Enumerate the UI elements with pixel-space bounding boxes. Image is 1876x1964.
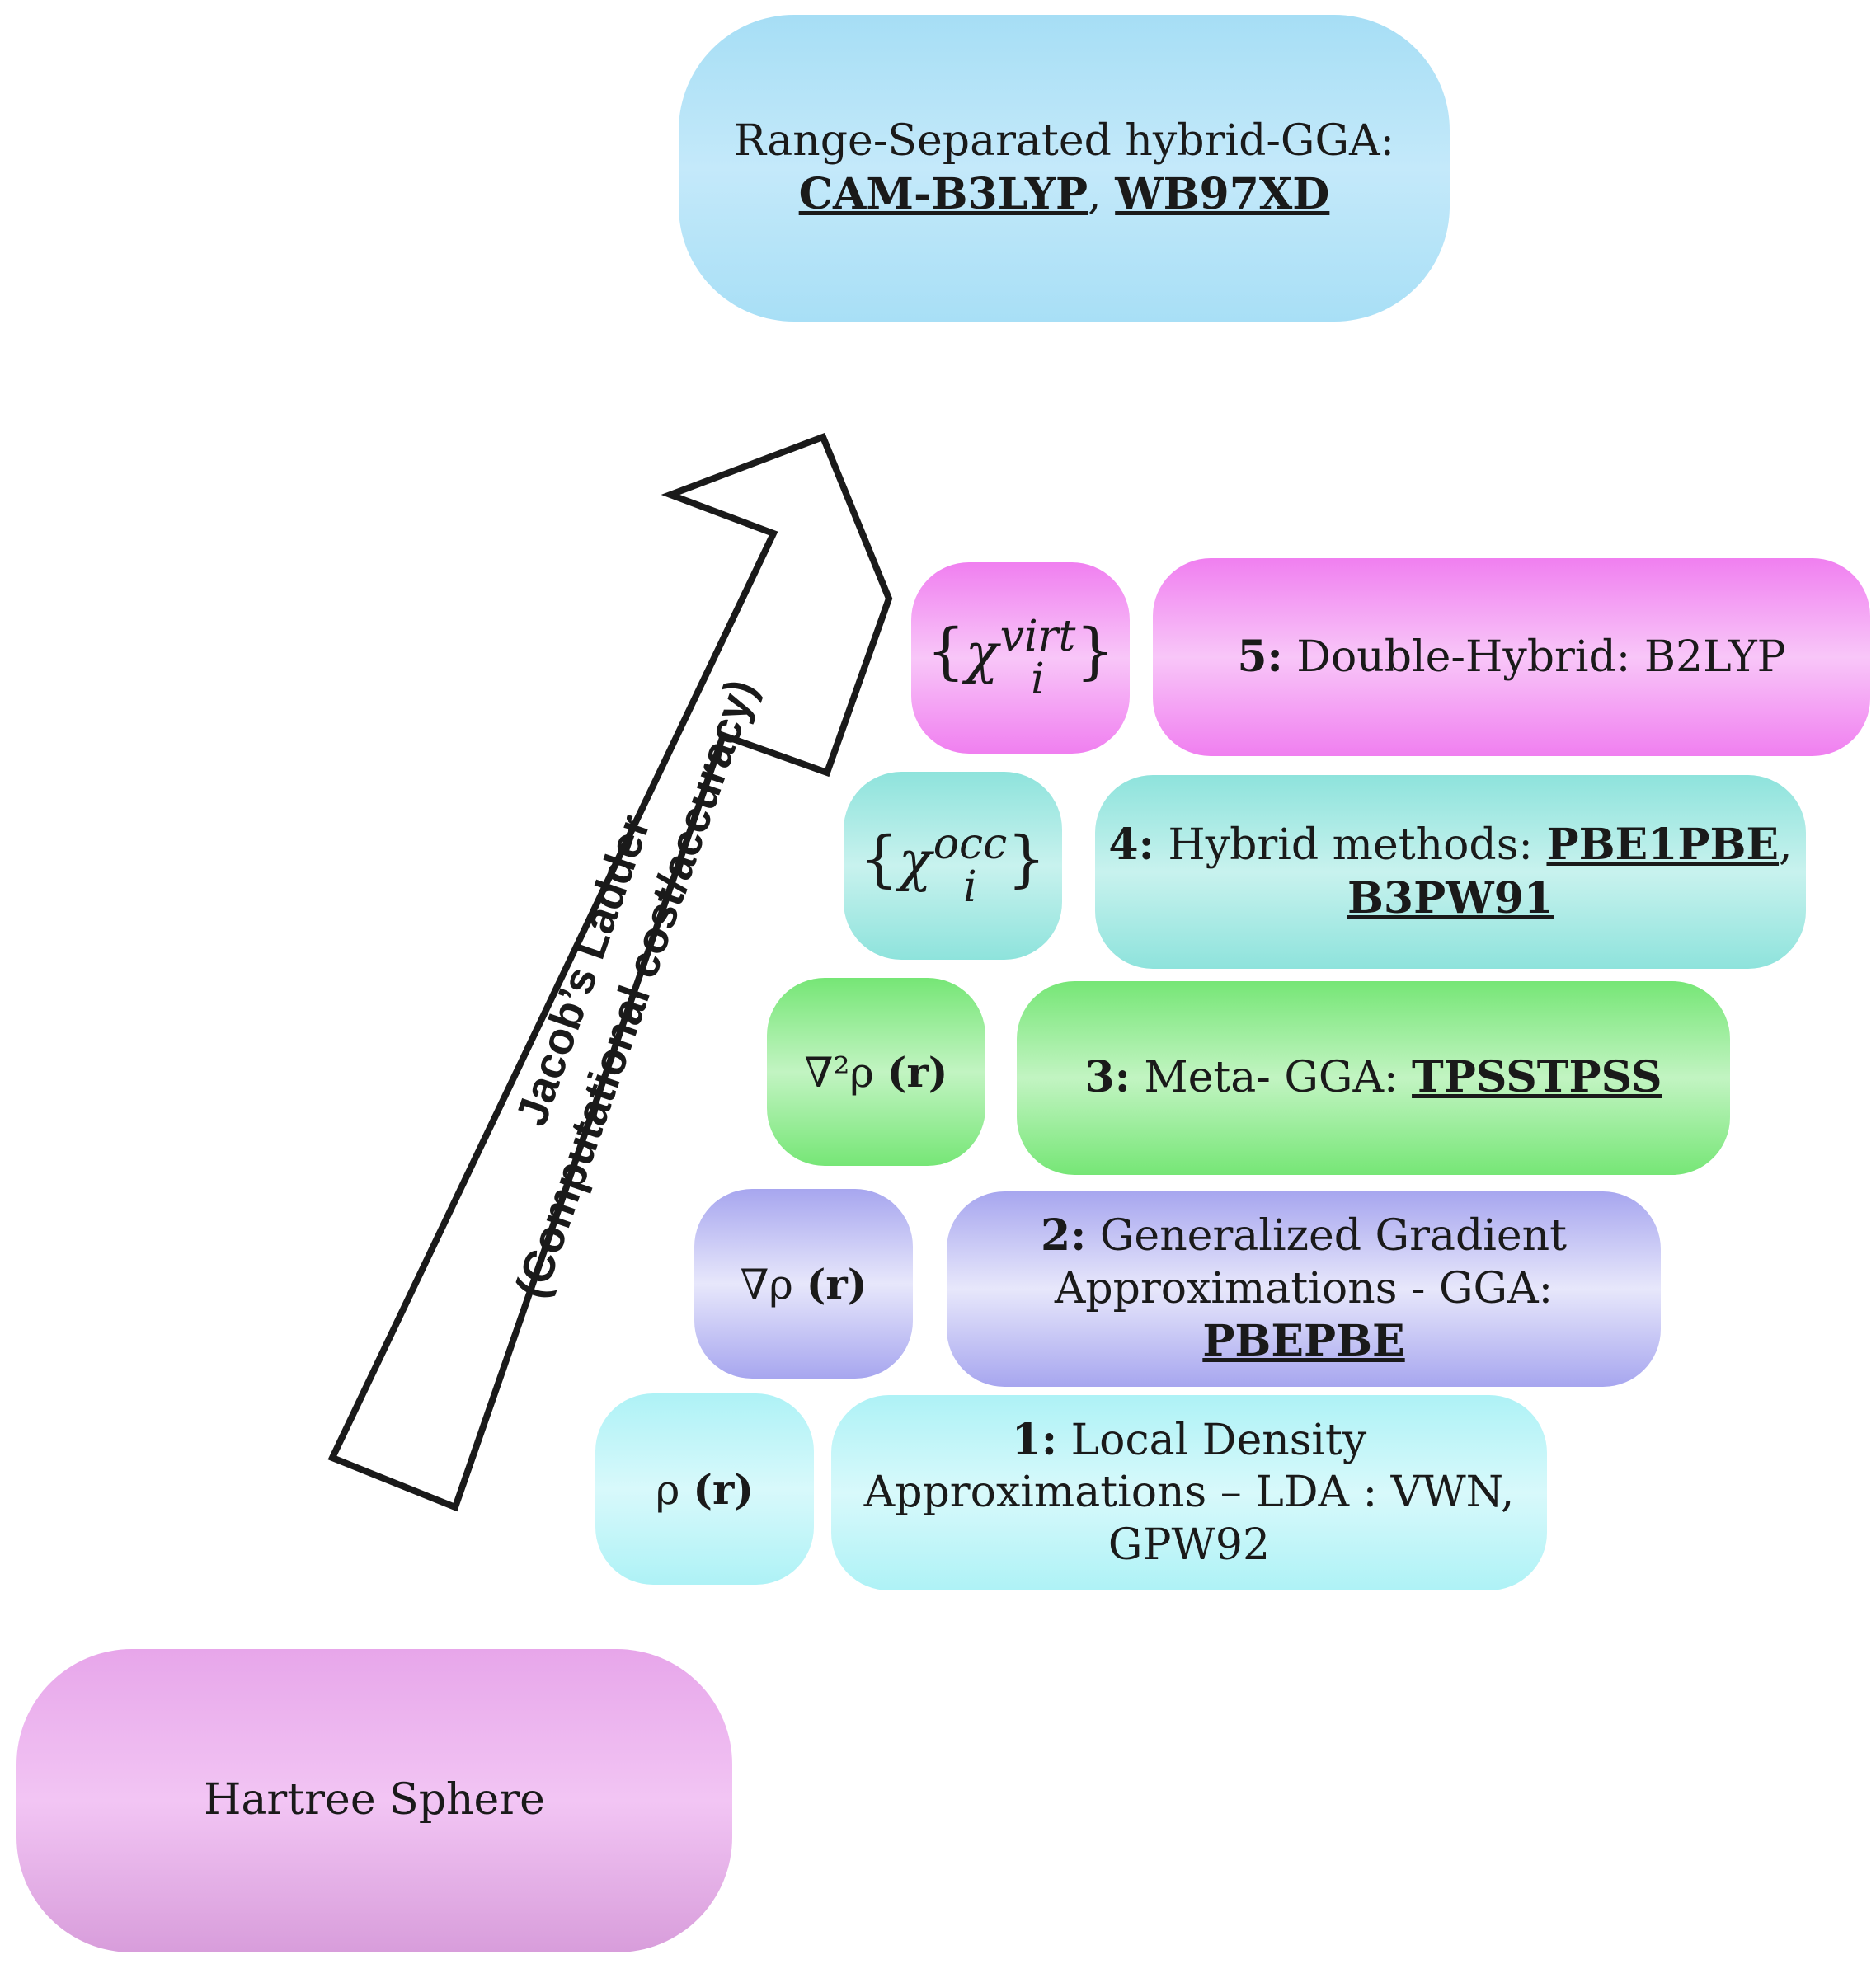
rung2-box: 2: Generalized Gradient Approximations -… [947,1191,1661,1387]
method-pbepbe: PBEPBE [1202,1316,1405,1367]
range-separated-title: Range-Separated hybrid-GGA: [733,116,1395,167]
rung4-box: 4: Hybrid methods: PBE1PBE, B3PW91 [1095,775,1806,969]
rung1-symbol-box: ρ (r) [595,1393,814,1585]
rung3-symbol: ∇²ρ (r) [804,1047,948,1097]
method-b3pw91: B3PW91 [1347,872,1554,923]
rung5-text: 5: Double-Hybrid: B2LYP [1237,631,1786,682]
rung3-symbol-box: ∇²ρ (r) [767,978,985,1166]
method-cam-b3lyp: CAM-B3LYP [798,168,1088,219]
method-wb97xd: WB97XD [1115,168,1330,219]
rung1-box: 1: Local Density Approximations – LDA : … [831,1395,1547,1590]
method-tpsstpss: TPSSTPSS [1412,1052,1662,1103]
rung3-box: 3: Meta- GGA: TPSSTPSS [1017,981,1730,1175]
rung2-symbol: ∇ρ (r) [740,1259,867,1309]
rung3-text: 3: Meta- GGA: TPSSTPSS [1084,1052,1662,1103]
rung2-text: 2: Generalized Gradient Approximations -… [1040,1210,1568,1367]
range-separated-methods: CAM-B3LYP, WB97XD [798,168,1330,219]
rung4-text: 4: Hybrid methods: PBE1PBE, B3PW91 [1108,820,1793,923]
rung1-symbol: ρ (r) [656,1464,754,1514]
method-pbe1pbe: PBE1PBE [1546,820,1780,871]
rung1-text: 1: Local Density Approximations – LDA : … [863,1414,1515,1570]
range-separated-box: Range-Separated hybrid-GGA: CAM-B3LYP, W… [679,15,1450,322]
rung2-symbol-box: ∇ρ (r) [694,1189,913,1379]
hartree-sphere-box: Hartree Sphere [16,1649,732,1952]
arrow-shape [327,432,893,1512]
rung5-box: 5: Double-Hybrid: B2LYP [1153,558,1870,756]
hartree-sphere-label: Hartree Sphere [204,1775,545,1825]
range-separated-text: Range-Separated hybrid-GGA: CAM-B3LYP, W… [734,115,1394,221]
